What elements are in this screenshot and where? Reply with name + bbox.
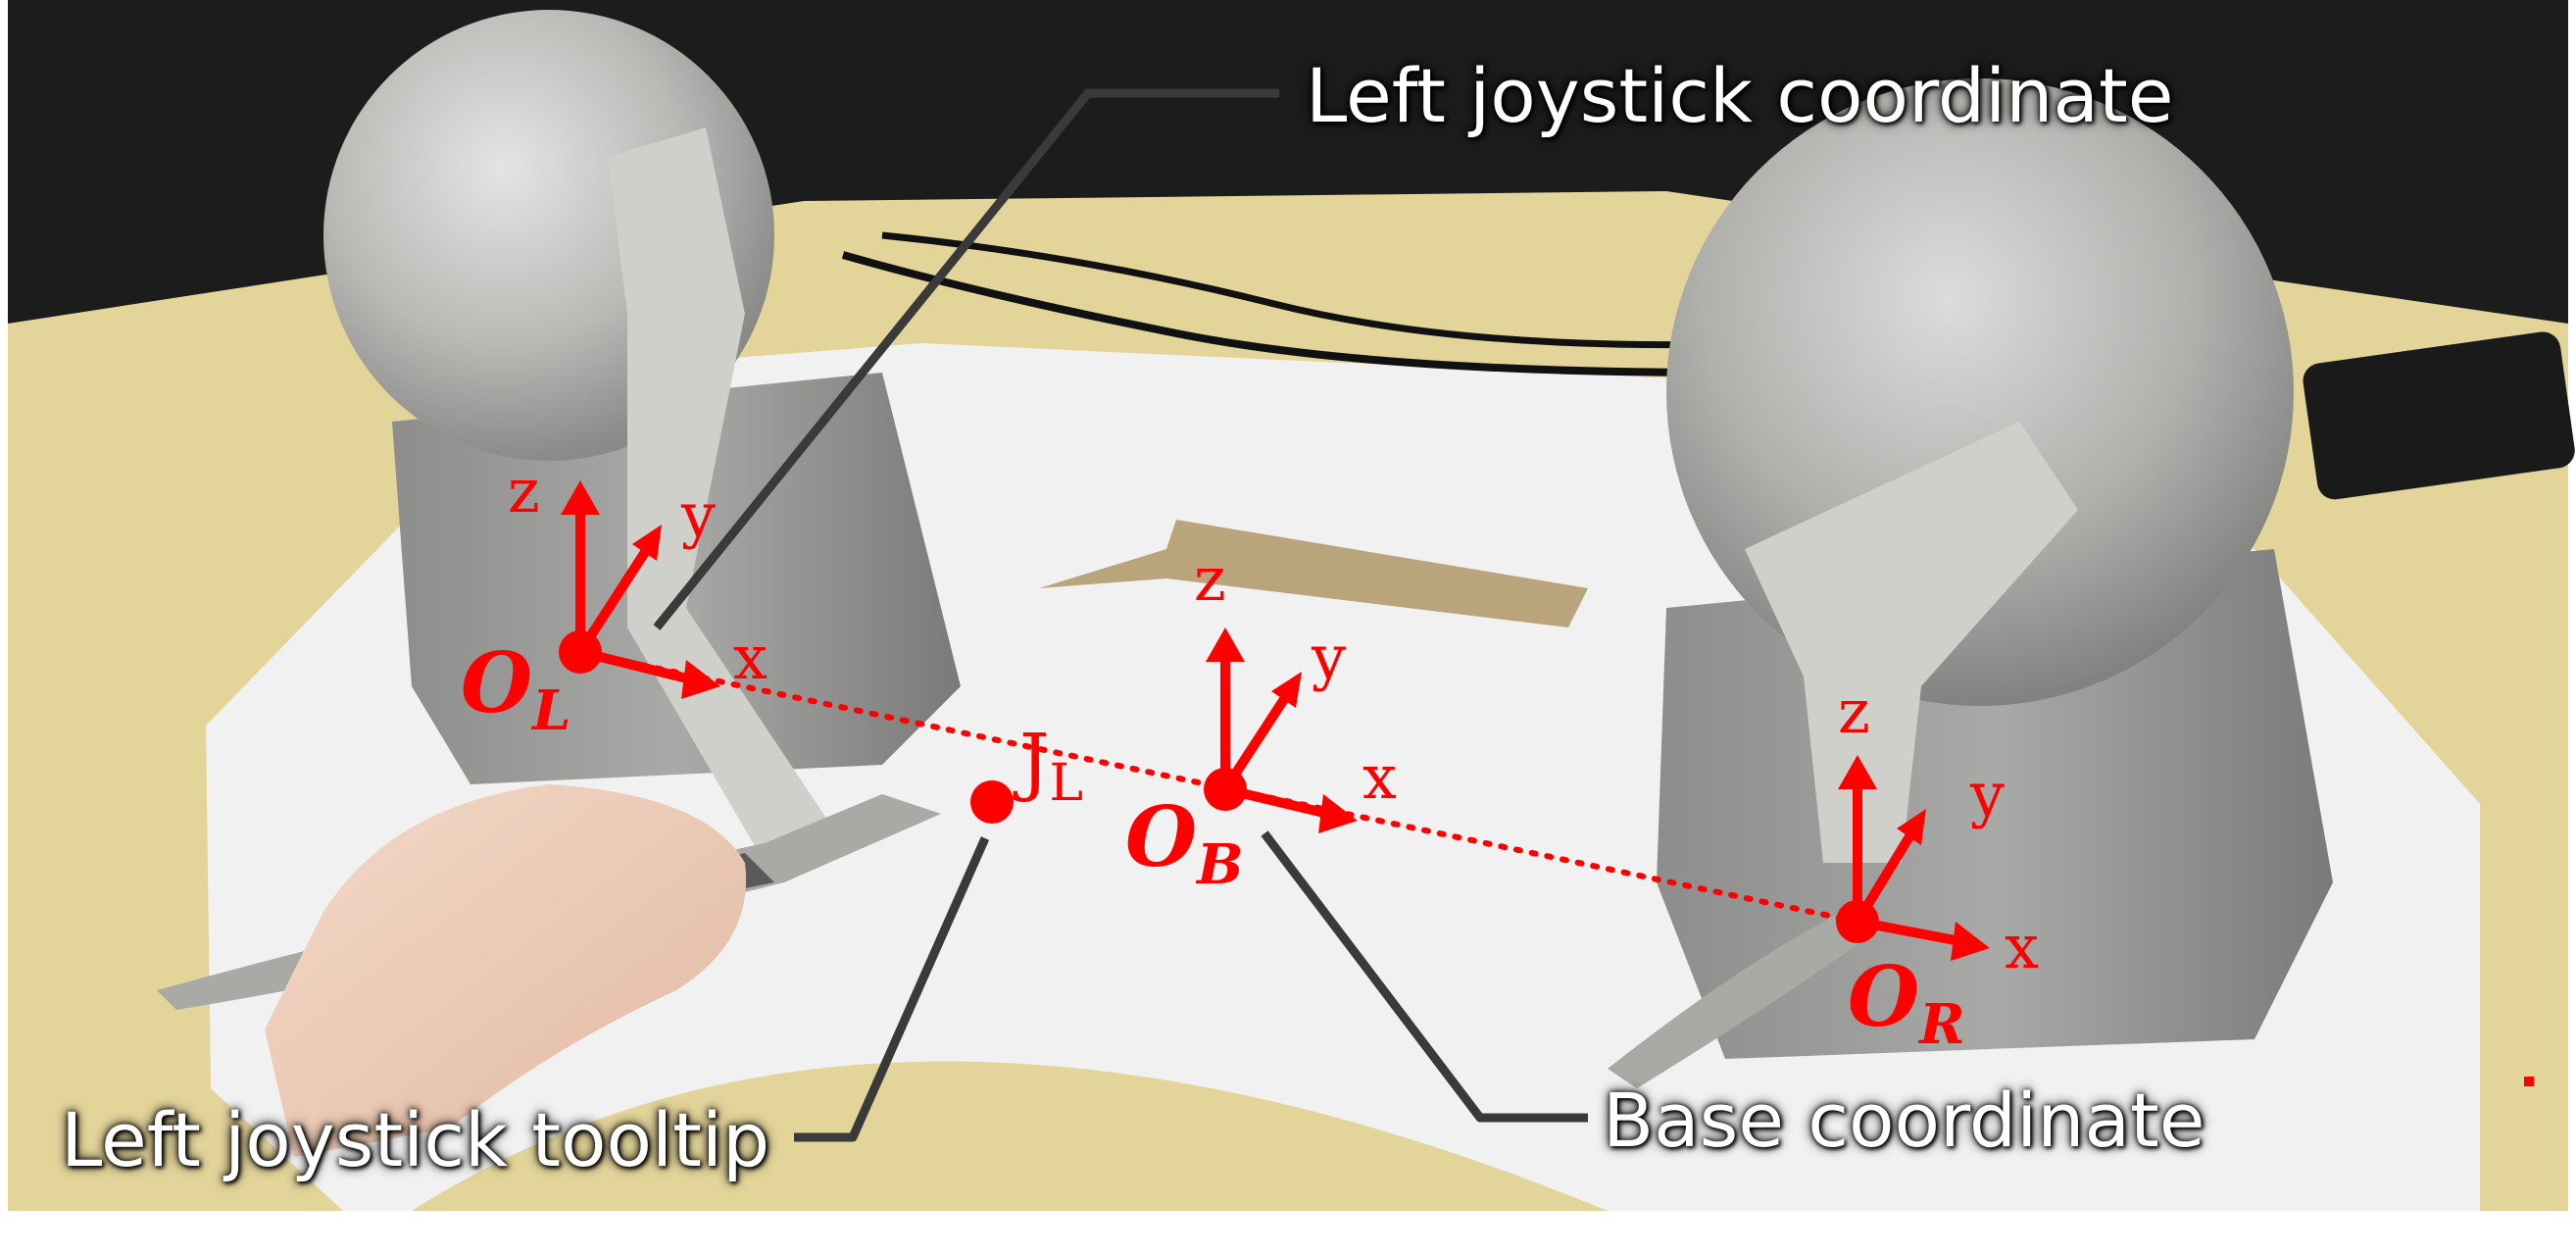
callout-line-left-joystick-tooltip — [794, 836, 990, 1142]
left-origin-label: OL — [461, 634, 571, 743]
right-axis-y-label: y — [1970, 759, 2006, 830]
right-origin-label: OR — [1848, 948, 1965, 1057]
right-stylus — [1608, 912, 1862, 1088]
red-mark — [2524, 1077, 2534, 1086]
right-axis-x-label: x — [2005, 911, 2039, 982]
tooltip-point — [970, 780, 1014, 824]
left-device-gimbal — [608, 127, 843, 863]
tooltip-point-label: JL — [1019, 717, 1083, 813]
left-axis-y-label: y — [681, 479, 717, 551]
board-cutout — [412, 1061, 1608, 1211]
power-adapter — [2303, 331, 2575, 500]
hand — [265, 784, 747, 1157]
right-device-gimbal — [1745, 422, 2078, 863]
base-axis-y-label: y — [1312, 622, 1347, 693]
base-origin-label: OB — [1125, 788, 1244, 897]
left-axis-z-label: z — [508, 455, 540, 527]
board-slot — [1039, 520, 1588, 628]
base-axis-x-label: x — [1362, 741, 1397, 813]
left-frame-axes — [559, 480, 720, 699]
left-axis-x-label: x — [733, 622, 768, 693]
base-axis-z-label: z — [1194, 543, 1226, 615]
cable — [881, 231, 1765, 349]
label-left-joystick-tooltip: Left joystick tooltip — [61, 1096, 770, 1183]
callout-line-base-coordinate — [1261, 830, 1588, 1123]
label-left-joystick-coordinate: Left joystick coordinate — [1306, 52, 2174, 139]
origin-connector-line — [577, 649, 1860, 925]
cable — [841, 251, 1726, 376]
base-frame-axes — [1204, 628, 1358, 833]
label-base-coordinate: Base coordinate — [1603, 1077, 2205, 1164]
right-frame-axes — [1836, 755, 1990, 961]
right-axis-z-label: z — [1838, 676, 1870, 747]
callout-line-left-joystick-coordinate — [653, 88, 1279, 630]
